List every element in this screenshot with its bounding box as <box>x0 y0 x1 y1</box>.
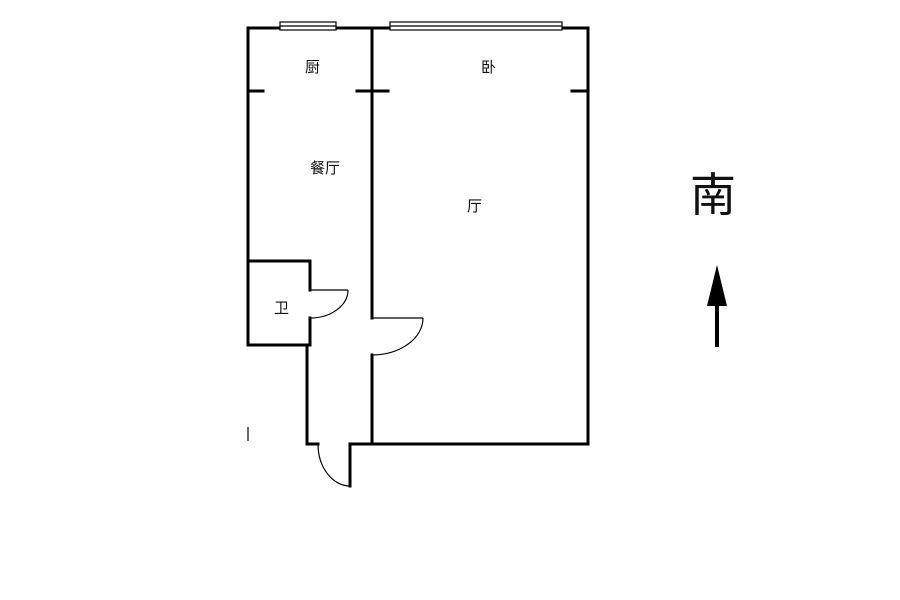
room-label-dining: 餐厅 <box>310 159 341 177</box>
living-door-swing <box>371 317 424 356</box>
room-label-bedroom: 卧 <box>481 58 497 76</box>
entry-door-swing <box>317 443 351 487</box>
compass-arrow-head <box>707 265 727 306</box>
room-label-bathroom: 卫 <box>274 299 290 317</box>
room-label-living: 厅 <box>467 197 483 215</box>
bathroom-door-swing <box>309 289 349 319</box>
room-label-kitchen: 厨 <box>305 58 321 76</box>
compass-direction-label: 南 <box>690 168 736 222</box>
